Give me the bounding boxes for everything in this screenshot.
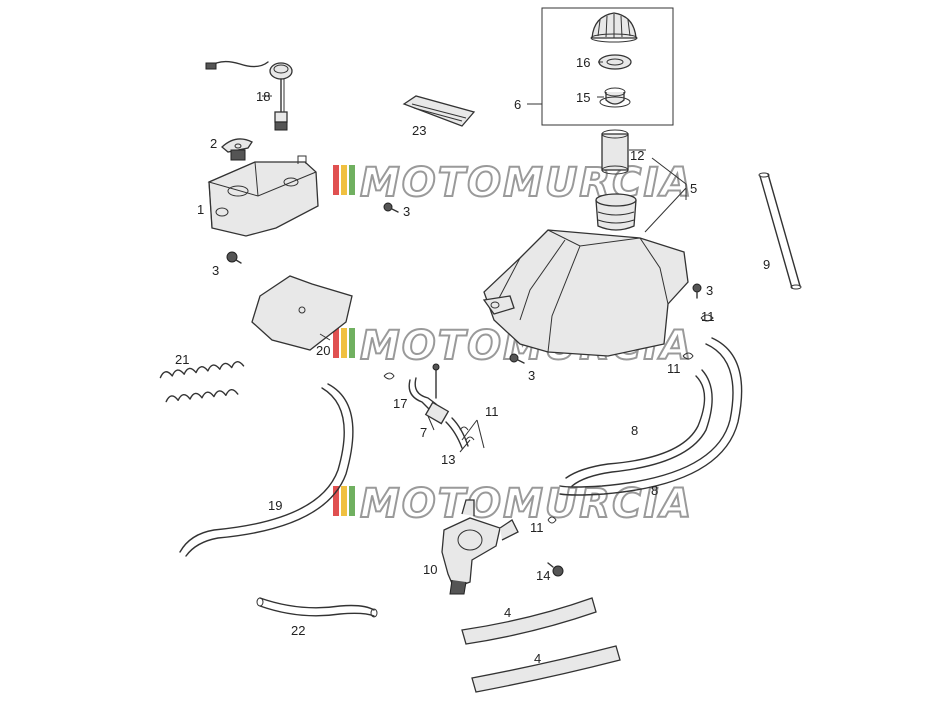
part-23-label-sticker	[402, 95, 476, 127]
part-3-screw	[692, 283, 702, 299]
callout-4: 4	[504, 605, 511, 620]
callout-11: 11	[485, 404, 499, 419]
watermark-bottom: MOTOMURCIA	[333, 480, 693, 528]
callout-20: 20	[316, 343, 330, 358]
part-10-fuel-tap	[441, 499, 519, 595]
callout-5: 5	[690, 181, 697, 196]
part-11-hose-clips	[383, 314, 714, 524]
callout-19: 19	[268, 498, 282, 513]
callout-3: 3	[212, 263, 219, 278]
part-20-protection-pad	[251, 275, 353, 351]
callout-22: 22	[291, 623, 305, 638]
callout-11: 11	[701, 309, 715, 324]
part-7-fuel-filter	[424, 363, 450, 425]
leader-lines	[262, 95, 687, 453]
callout-23: 23	[412, 123, 426, 138]
part-3-screw	[509, 353, 525, 364]
part-21-spring-clips	[159, 361, 245, 403]
part-18-fuel-level-sender	[205, 60, 293, 131]
callout-12: 12	[630, 148, 644, 163]
part-4-rubber-strip	[471, 645, 621, 693]
callout-3: 3	[403, 204, 410, 219]
part-14-bolt	[547, 562, 564, 577]
callout-9: 9	[763, 257, 770, 272]
part-9-breather-pipe	[758, 172, 802, 290]
part-6-filler-cap-assembly	[527, 7, 674, 126]
callout-10: 10	[423, 562, 437, 577]
callout-11: 11	[667, 361, 681, 376]
watermark-text: MOTOMURCIA	[360, 160, 693, 206]
callout-11: 11	[530, 520, 544, 535]
callout-18: 18	[256, 89, 270, 104]
callout-17: 17	[393, 396, 407, 411]
watermark-text: MOTOMURCIA	[360, 481, 693, 527]
callout-3: 3	[706, 283, 713, 298]
part-1-oil-tank	[207, 155, 319, 237]
callout-15: 15	[576, 90, 590, 105]
callout-16: 16	[576, 55, 590, 70]
part-17-fuel-hose	[408, 377, 437, 411]
callout-4: 4	[534, 651, 541, 666]
callout-1: 1	[197, 202, 204, 217]
callout-21: 21	[175, 352, 189, 367]
part-5-fuel-tank	[482, 193, 689, 357]
part-3-screw	[383, 202, 399, 213]
watermark-top: MOTOMURCIA	[333, 159, 693, 207]
callout-8: 8	[631, 423, 638, 438]
callout-2: 2	[210, 136, 217, 151]
part-12-filler-tube	[601, 129, 646, 175]
callout-8: 8	[651, 483, 658, 498]
part-2-oil-tank-cap	[221, 138, 253, 161]
part-22-hose	[256, 597, 378, 618]
part-3-screw	[226, 251, 242, 264]
part-4-rubber-strip	[461, 597, 597, 645]
part-8-fuel-hose	[565, 369, 713, 487]
callout-14: 14	[536, 568, 550, 583]
part-13-fuel-hose	[445, 417, 469, 449]
part-8-fuel-hose	[559, 337, 743, 496]
callout-6: 6	[514, 97, 521, 112]
callout-13: 13	[441, 452, 455, 467]
callout-3: 3	[528, 368, 535, 383]
callout-7: 7	[420, 425, 427, 440]
part-19-fuel-hose	[179, 383, 354, 557]
